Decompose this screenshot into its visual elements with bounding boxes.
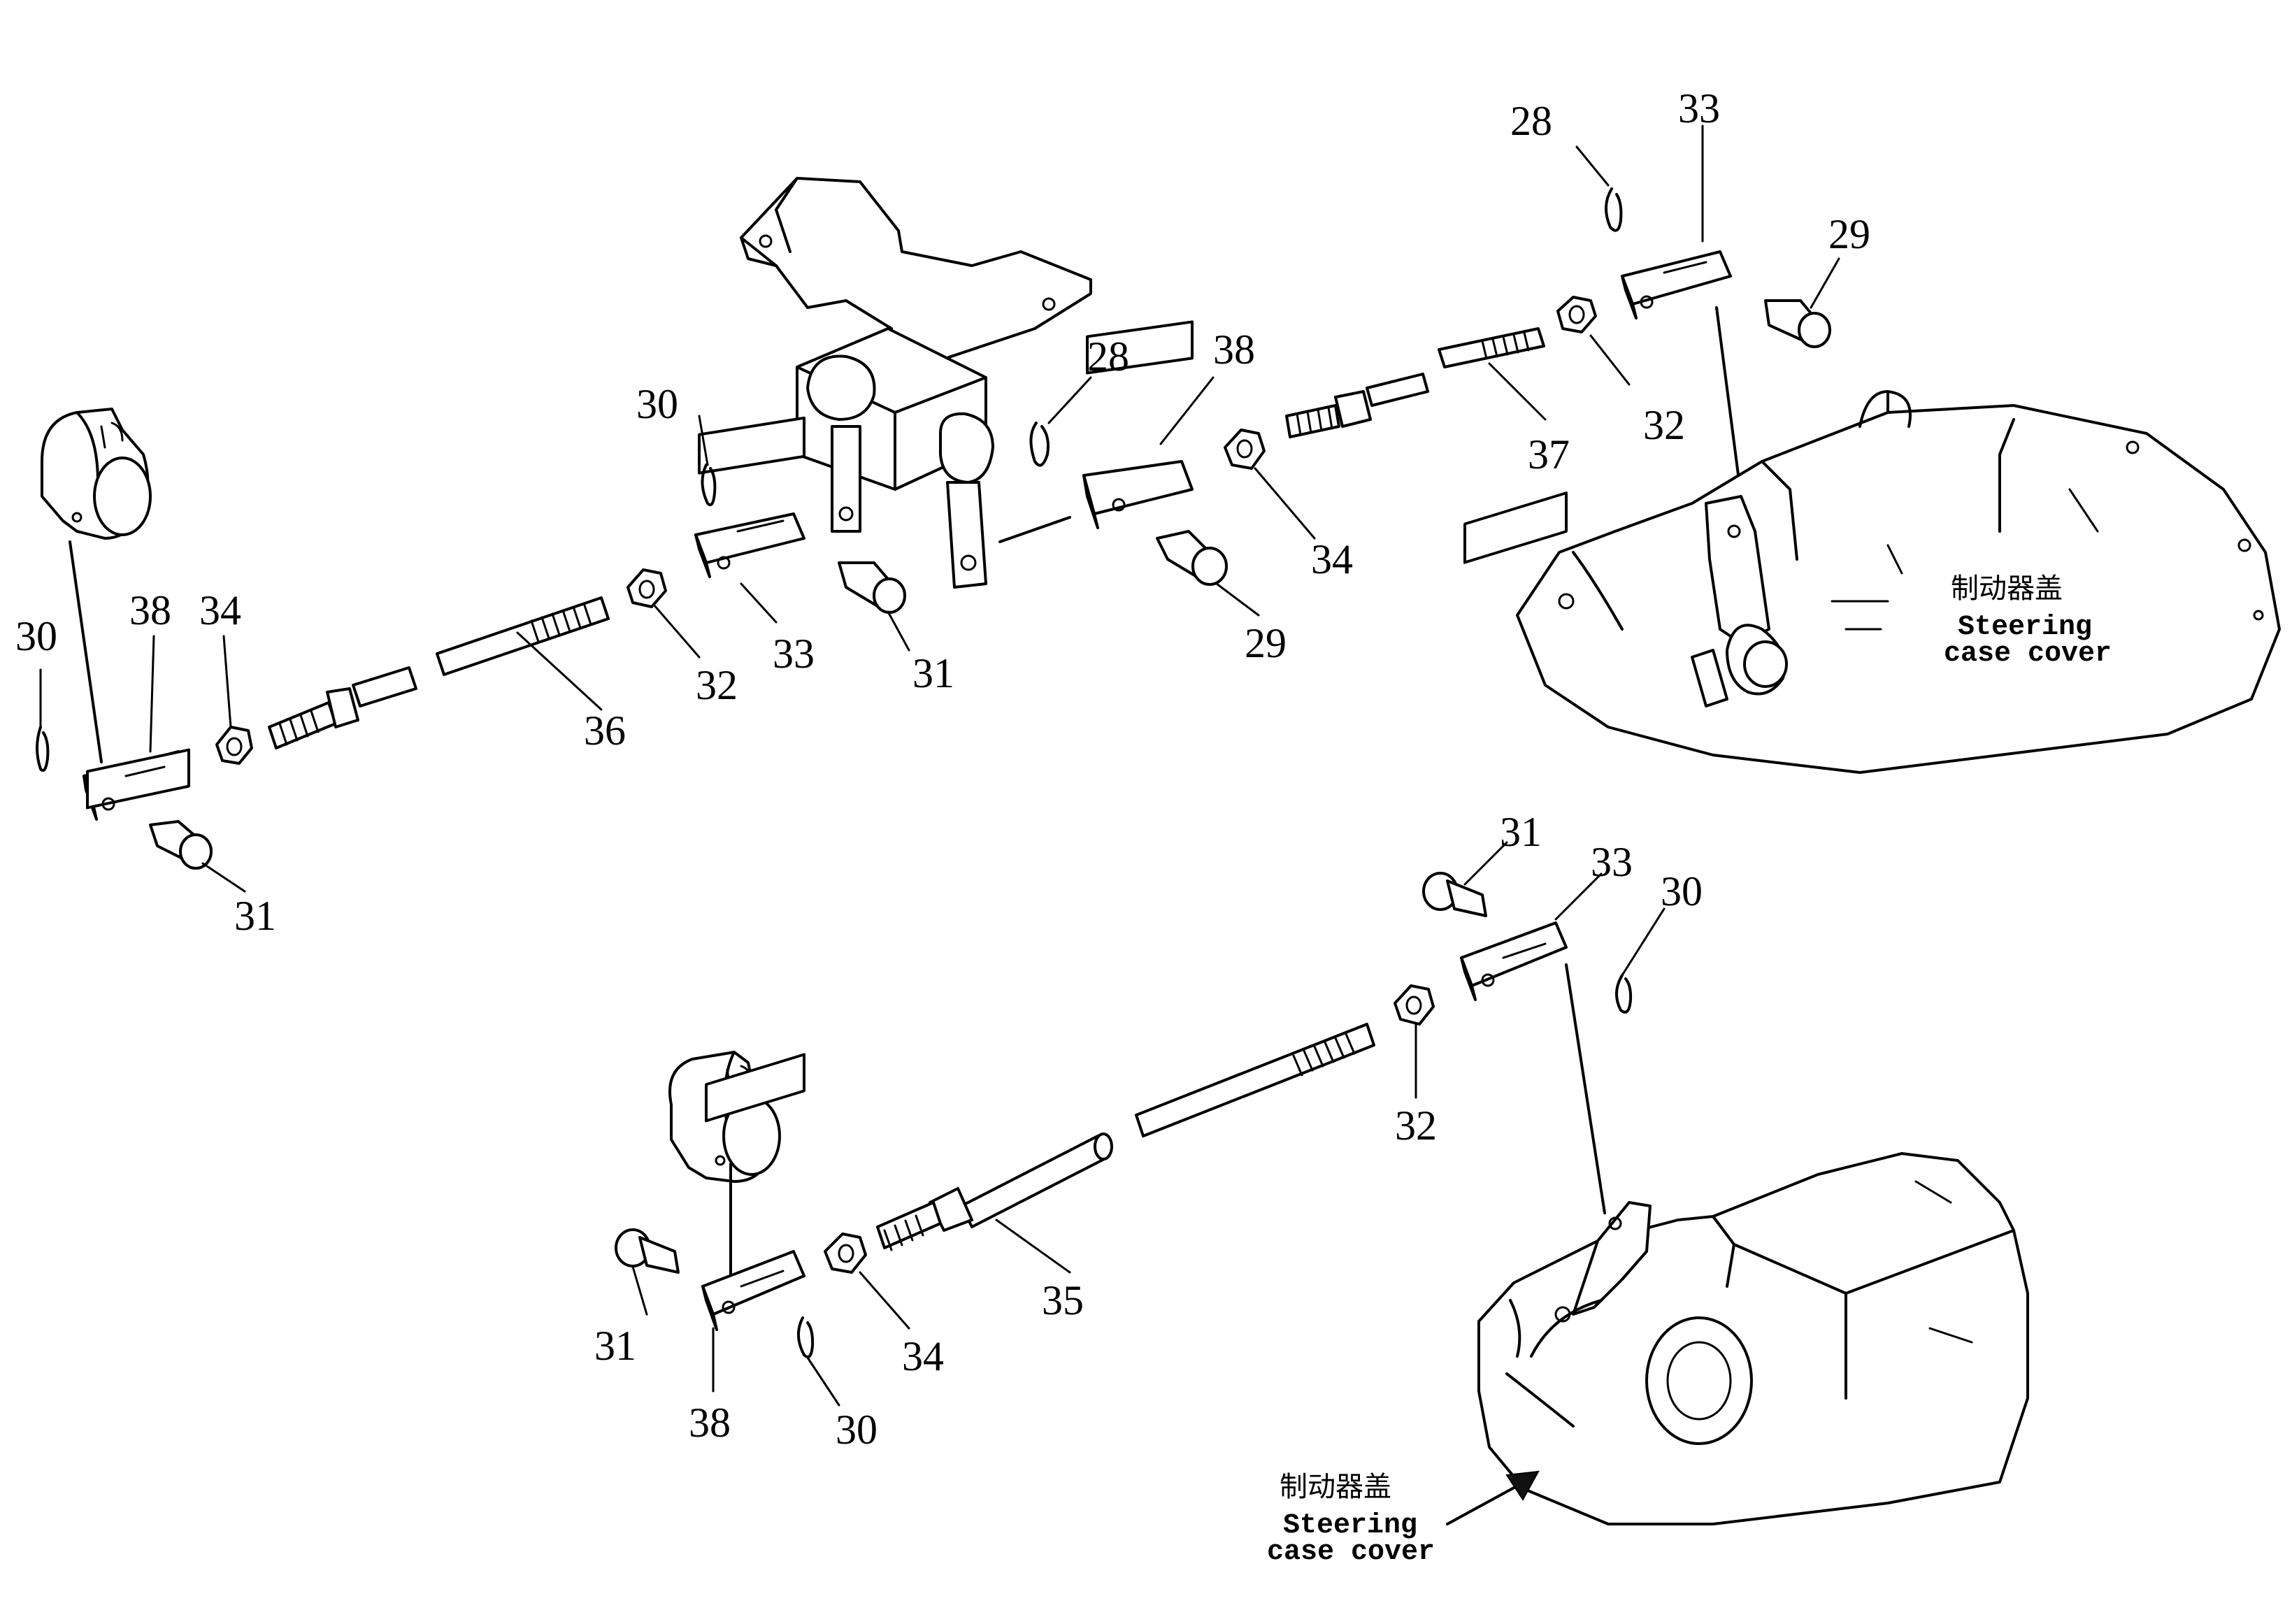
steering-case-cover-lower xyxy=(1477,1152,2029,1525)
clevis-yoke-33-center xyxy=(694,416,805,578)
callout-37: 37 xyxy=(1528,431,1570,477)
callout-31-left: 31 xyxy=(234,893,276,939)
caption-upper-line1: Steering xyxy=(1958,612,2092,643)
nut-32-top-right xyxy=(1556,296,1597,333)
clevis-pin-31-lower-right xyxy=(1422,872,1487,917)
callout-35: 35 xyxy=(1042,1277,1084,1323)
link-line-left xyxy=(69,540,103,763)
callout-34-left: 34 xyxy=(199,587,241,633)
callout-34-top: 34 xyxy=(1311,536,1353,582)
caption-upper-chinese: 制动器盖 xyxy=(1951,573,2063,605)
clevis-yoke-38-left xyxy=(83,748,190,821)
caption-upper: 制动器盖 Steering case cover xyxy=(1944,573,2112,670)
callout-33-lower: 33 xyxy=(1591,839,1633,885)
clevis-yoke-33-top-right xyxy=(1621,250,1732,319)
nut-34-left xyxy=(215,726,253,765)
callout-29-center: 29 xyxy=(1245,620,1287,666)
callout-numbers: 28 33 29 32 37 34 29 38 28 30 33 31 32 3… xyxy=(15,85,1870,1453)
caption-lower-line1: Steering xyxy=(1283,1510,1417,1542)
callout-28-center: 28 xyxy=(1087,333,1129,380)
nut-32-center xyxy=(626,568,667,608)
callout-33-top-right: 33 xyxy=(1678,85,1720,131)
callout-28-top-right: 28 xyxy=(1510,98,1552,144)
link-line xyxy=(998,516,1071,543)
cotter-pin-30-lower-right xyxy=(1615,974,1633,1014)
caption-upper-line2: case cover xyxy=(1944,638,2112,670)
clevis-yoke-38 xyxy=(1082,320,1194,529)
callout-29-top-right: 29 xyxy=(1828,211,1870,257)
clevis-pin-29-top-right xyxy=(1764,299,1831,348)
arrow-pointer xyxy=(1446,1470,1540,1525)
clevis-yoke-38-lower xyxy=(701,1053,805,1331)
callout-34-lower: 34 xyxy=(902,1333,944,1379)
callout-31-lower-right: 31 xyxy=(1500,809,1542,855)
clevis-pin-31-lower-left xyxy=(615,1228,680,1274)
rod-35 xyxy=(876,1133,1113,1251)
pedal-bracket-left xyxy=(41,408,152,540)
callout-31-lower-left: 31 xyxy=(594,1323,636,1369)
callout-32-lower: 32 xyxy=(1395,1102,1437,1149)
caption-lower-chinese: 制动器盖 xyxy=(1280,1471,1391,1503)
callout-30-center: 30 xyxy=(636,381,678,427)
callout-30-left: 30 xyxy=(15,613,57,659)
caption-lower-line2: case cover xyxy=(1267,1537,1435,1568)
leader-lines xyxy=(39,124,1840,1407)
rod-end-thread xyxy=(1285,373,1429,438)
clevis-pin-31-center xyxy=(838,561,906,614)
cotter-pin-30-lower-left xyxy=(797,1316,815,1358)
clevis-pin-29 xyxy=(1156,530,1228,586)
cotter-pin-30-center xyxy=(701,464,717,506)
callout-32-center: 32 xyxy=(696,662,738,708)
callout-33-center: 33 xyxy=(773,631,815,677)
cotter-pin-30-left xyxy=(36,726,50,772)
callout-38-center: 38 xyxy=(1213,326,1255,373)
callout-32-top-right: 32 xyxy=(1643,402,1685,448)
callout-30-lower-right: 30 xyxy=(1661,868,1703,914)
callout-38-left: 38 xyxy=(129,587,171,633)
callout-31-center: 31 xyxy=(912,650,954,696)
callout-38-lower: 38 xyxy=(689,1400,731,1446)
rod-end-thread-left xyxy=(268,666,417,749)
clevis-pin-31-left xyxy=(149,820,213,870)
pedal-bracket xyxy=(740,177,1092,589)
rod-37 xyxy=(1438,327,1545,368)
cotter-pin-28 xyxy=(1029,422,1050,467)
nut-34-lower xyxy=(824,1233,867,1274)
callout-30-lower-left: 30 xyxy=(836,1407,878,1453)
nut-34 xyxy=(1224,429,1266,470)
rod-long-lower xyxy=(1135,1023,1375,1137)
link-line-upper xyxy=(1715,306,1742,498)
steering-case-cover-upper xyxy=(1516,390,2281,774)
callout-36: 36 xyxy=(584,707,626,754)
cotter-pin-28-top-right xyxy=(1605,187,1623,232)
link-line-lower xyxy=(1565,963,1606,1214)
caption-lower: 制动器盖 Steering case cover xyxy=(1267,1471,1435,1568)
clevis-yoke-33-lower xyxy=(1460,491,1568,1001)
nut-32-lower xyxy=(1394,984,1435,1026)
